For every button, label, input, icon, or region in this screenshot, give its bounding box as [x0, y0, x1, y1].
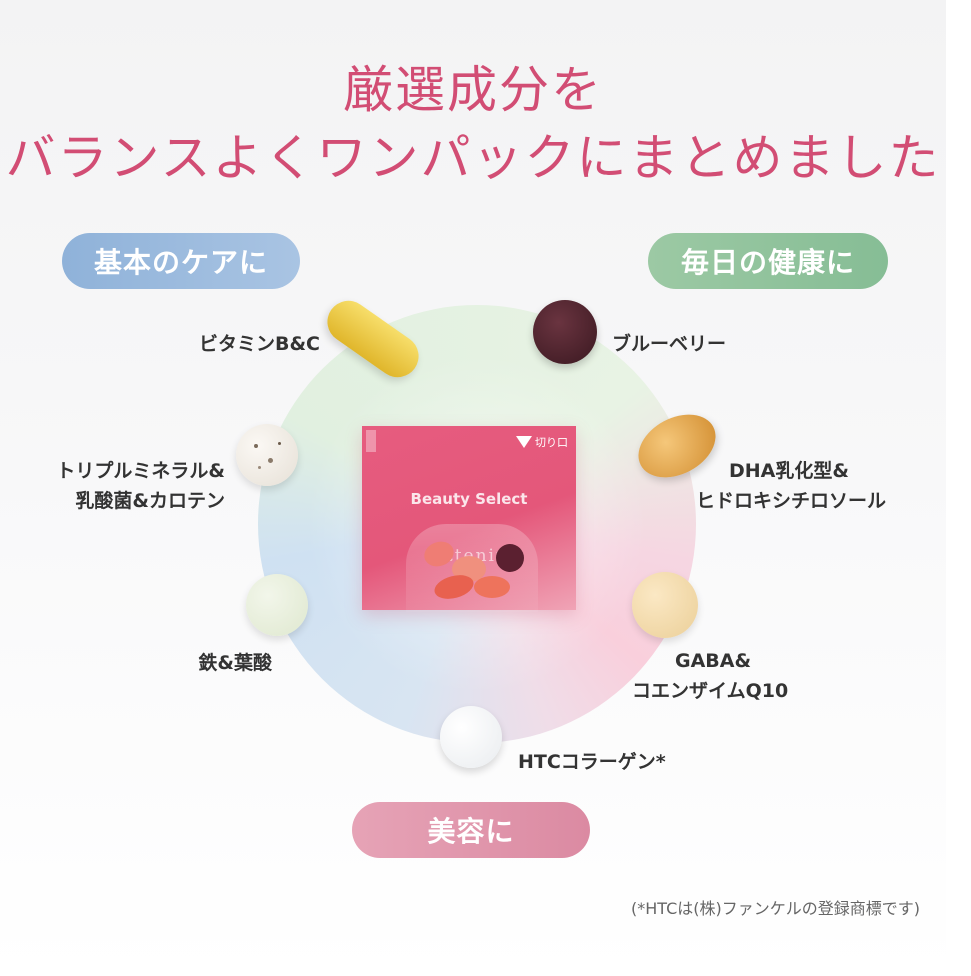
cut-mark-label: 切り口: [535, 436, 568, 449]
category-pill-beauty: 美容に: [352, 802, 590, 858]
supplement-package: 切り口 Beauty Select Attenir: [362, 426, 576, 612]
ingredient-label-vitamin: ビタミンB&C: [199, 333, 320, 355]
tablet-green-icon: [246, 574, 308, 636]
tablet-speckled-icon: [236, 424, 298, 486]
category-pill-basic-care: 基本のケアに: [62, 233, 300, 289]
heading-line-2: バランスよくワンパックにまとめました: [5, 129, 941, 187]
tablet-icon: [496, 544, 524, 572]
tablet-dark-purple-icon: [533, 300, 597, 364]
ingredient-label-blueberry: ブルーベリー: [612, 333, 727, 355]
ingredient-label-gaba: GABA& コエンザイムQ10: [632, 650, 789, 702]
heading-line-1: 厳選成分を: [343, 61, 603, 119]
category-pill-daily-health: 毎日の健康に: [648, 233, 888, 289]
ingredient-label-collagen: HTCコラーゲン*: [518, 751, 666, 773]
package-product-name: Beauty Select: [410, 490, 528, 508]
tablet-beige-icon: [632, 572, 698, 638]
ingredient-label-mineral: トリプルミネラル& 乳酸菌&カロテン: [56, 460, 225, 512]
right-margin: [946, 0, 971, 976]
tablet-icon: [474, 576, 510, 598]
package-tear-strip: [366, 430, 376, 452]
cut-mark: 切り口: [516, 434, 568, 450]
ingredient-label-dha: DHA乳化型& ヒドロキシチロソール: [696, 460, 887, 512]
triangle-down-icon: [516, 436, 532, 448]
tablet-white-icon: [440, 706, 502, 768]
ingredient-label-iron: 鉄&葉酸: [198, 652, 272, 674]
trademark-footnote: (*HTCは(株)ファンケルの登録商標です): [630, 899, 920, 918]
